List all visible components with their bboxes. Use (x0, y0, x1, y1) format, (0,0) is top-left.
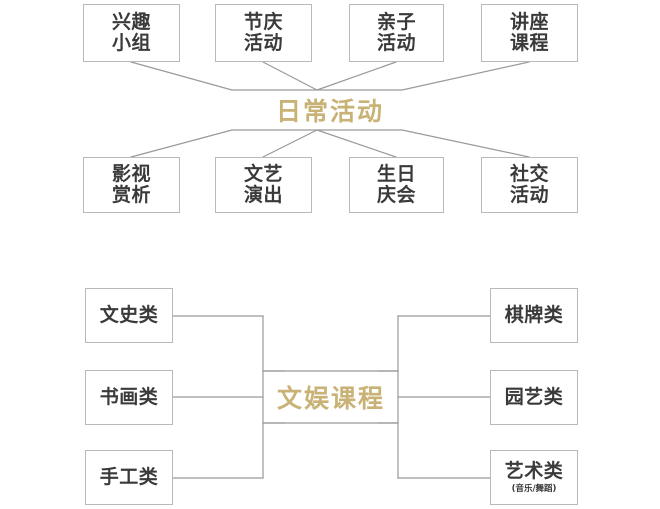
node-line-2: 课程 (509, 32, 549, 54)
hub-daily-activities: 日常活动 (264, 92, 396, 128)
hub-label: 文娱课程 (277, 384, 386, 413)
link-bottom-2 (262, 129, 318, 158)
link-bottom-3 (316, 129, 397, 158)
node-shengri-qinghui[interactable]: 生日 庆会 (349, 157, 444, 213)
node-line-1: 节庆 (243, 10, 283, 33)
node-jieqing-huodong[interactable]: 节庆 活动 (215, 4, 312, 62)
node-line-1: 艺术类 (504, 459, 564, 482)
node-line-1: 影视 (111, 162, 151, 185)
node-line-1: 讲座 (509, 10, 549, 33)
node-line-1: 兴趣 (111, 10, 151, 33)
node-line-1: 文史类 (99, 303, 159, 326)
node-yingshi-shangxi[interactable]: 影视 赏析 (83, 157, 180, 213)
node-line-2: 活动 (376, 32, 416, 54)
node-line-2: 赏析 (111, 184, 151, 206)
node-shejiao-huodong[interactable]: 社交 活动 (481, 157, 578, 213)
node-yishu-lei[interactable]: 艺术类 (音乐/舞蹈) (490, 450, 578, 505)
node-line-2: 演出 (243, 184, 283, 206)
node-line-1: 书画类 (99, 385, 159, 408)
link-top-3 (316, 61, 397, 91)
node-line-1: 棋牌类 (504, 303, 564, 326)
node-line-2: 活动 (509, 184, 549, 206)
node-line-1: 文艺 (243, 162, 283, 185)
node-yuanyi-lei[interactable]: 园艺类 (490, 370, 578, 425)
node-wenyi-yanchu[interactable]: 文艺 演出 (215, 157, 312, 213)
node-line-1: 园艺类 (504, 385, 564, 408)
node-line-1: 社交 (509, 162, 549, 185)
node-line-1: 生日 (376, 162, 416, 185)
link-top-4 (401, 61, 530, 91)
node-xingqu-xiaozu[interactable]: 兴趣 小组 (83, 4, 180, 62)
node-wenshi-lei[interactable]: 文史类 (85, 288, 173, 343)
link-top-1 (130, 61, 233, 91)
link-bottom-4 (401, 129, 530, 158)
node-subtitle: (音乐/舞蹈) (511, 483, 557, 494)
node-shuhua-lei[interactable]: 书画类 (85, 370, 173, 425)
node-qinzi-huodong[interactable]: 亲子 活动 (349, 4, 444, 62)
node-jiangzuo-kecheng[interactable]: 讲座 课程 (481, 4, 578, 62)
link-bottom-1 (130, 129, 233, 158)
hub-entertainment-courses: 文娱课程 (277, 379, 383, 415)
node-line-1: 手工类 (99, 465, 159, 488)
hub-label: 日常活动 (275, 97, 384, 126)
node-line-1: 亲子 (376, 10, 416, 33)
node-line-2: 小组 (111, 32, 151, 54)
node-qipai-lei[interactable]: 棋牌类 (490, 288, 578, 343)
node-shougong-lei[interactable]: 手工类 (85, 450, 173, 505)
link-top-2 (262, 61, 318, 91)
node-line-2: 庆会 (376, 184, 416, 206)
node-line-2: 活动 (243, 32, 283, 54)
